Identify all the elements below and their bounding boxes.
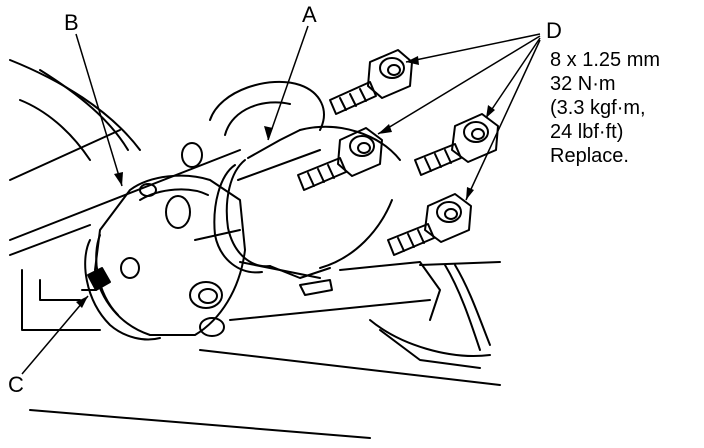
brake-rotor	[209, 80, 325, 136]
lower-bracket	[299, 261, 501, 369]
hub-unit-cylinder	[194, 125, 401, 279]
arrowhead-d3	[486, 105, 495, 118]
bolt-4	[387, 193, 472, 256]
arrowhead-b	[114, 172, 123, 186]
arrowhead-d2	[378, 124, 392, 134]
spec-line-5: Replace.	[550, 145, 629, 167]
leader-d3	[485, 37, 541, 119]
label-b: B	[64, 10, 79, 35]
leader-d1	[405, 33, 541, 63]
arrowhead-c	[76, 296, 88, 308]
leader-d4	[465, 39, 541, 201]
hub-flange	[94, 142, 246, 337]
knuckle-outline	[9, 59, 501, 439]
bolt-1	[329, 49, 413, 115]
leader-c	[21, 295, 89, 375]
spec-line-1: 8 x 1.25 mm	[550, 49, 660, 71]
label-d: D	[546, 18, 562, 43]
leader-b	[75, 33, 123, 187]
arrowhead-d4	[466, 187, 474, 200]
leader-arrowheads	[76, 56, 495, 308]
sensor-c	[81, 267, 111, 291]
leader-a	[267, 25, 309, 141]
spec-line-4: 24 lbf·ft)	[550, 121, 623, 143]
leader-lines	[21, 25, 541, 375]
bolt-3	[414, 113, 499, 176]
label-c: C	[8, 372, 24, 397]
leader-d2	[377, 35, 541, 135]
spec-line-3: (3.3 kgf·m,	[550, 97, 646, 119]
label-a: A	[302, 2, 317, 27]
arrowhead-d1	[406, 56, 419, 65]
spec-line-2: 32 N·m	[550, 73, 616, 95]
bolt-2	[297, 127, 383, 191]
arrowhead-a	[264, 126, 273, 140]
